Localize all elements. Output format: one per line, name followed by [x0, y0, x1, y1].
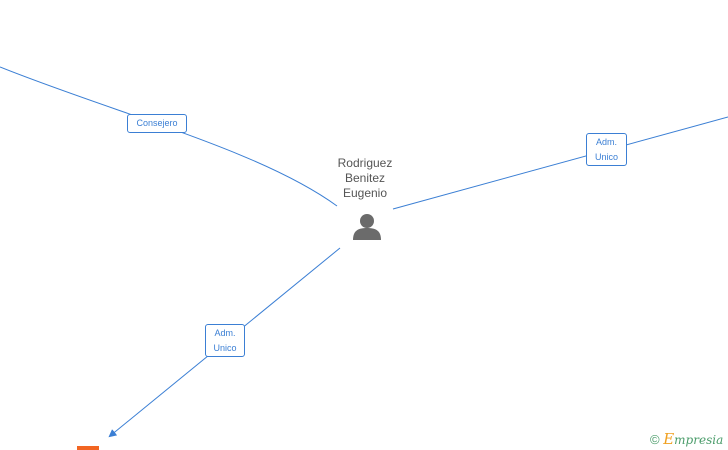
edge-label-line-1: Adm. [214, 328, 236, 338]
person-icon [353, 214, 381, 240]
edge-label-consejero[interactable]: Consejero [127, 114, 187, 133]
name-line-3: Eugenio [342, 186, 388, 200]
edge-label-line-2: Unico [594, 152, 618, 162]
brand-logo: Empresia [663, 430, 724, 448]
edge-label-line-1: Adm. [595, 137, 617, 147]
company-node-stub[interactable] [77, 446, 99, 450]
edge-label-adm-unico-down[interactable]: Adm. Unico [205, 324, 245, 357]
empresia-watermark: © Empresia [650, 430, 723, 448]
edge-consejero [0, 66, 338, 207]
name-line-1: Rodriguez [337, 156, 393, 170]
center-node-name[interactable]: Rodriguez Benitez Eugenio [320, 156, 410, 201]
copyright-icon: © [650, 432, 660, 447]
edge-label-line-2: Unico [213, 343, 237, 353]
edge-adm-unico-right [392, 116, 728, 210]
edge-label-text: Consejero [136, 118, 178, 128]
edge-label-adm-unico-right[interactable]: Adm. Unico [586, 133, 627, 166]
name-line-2: Benitez [344, 171, 386, 185]
